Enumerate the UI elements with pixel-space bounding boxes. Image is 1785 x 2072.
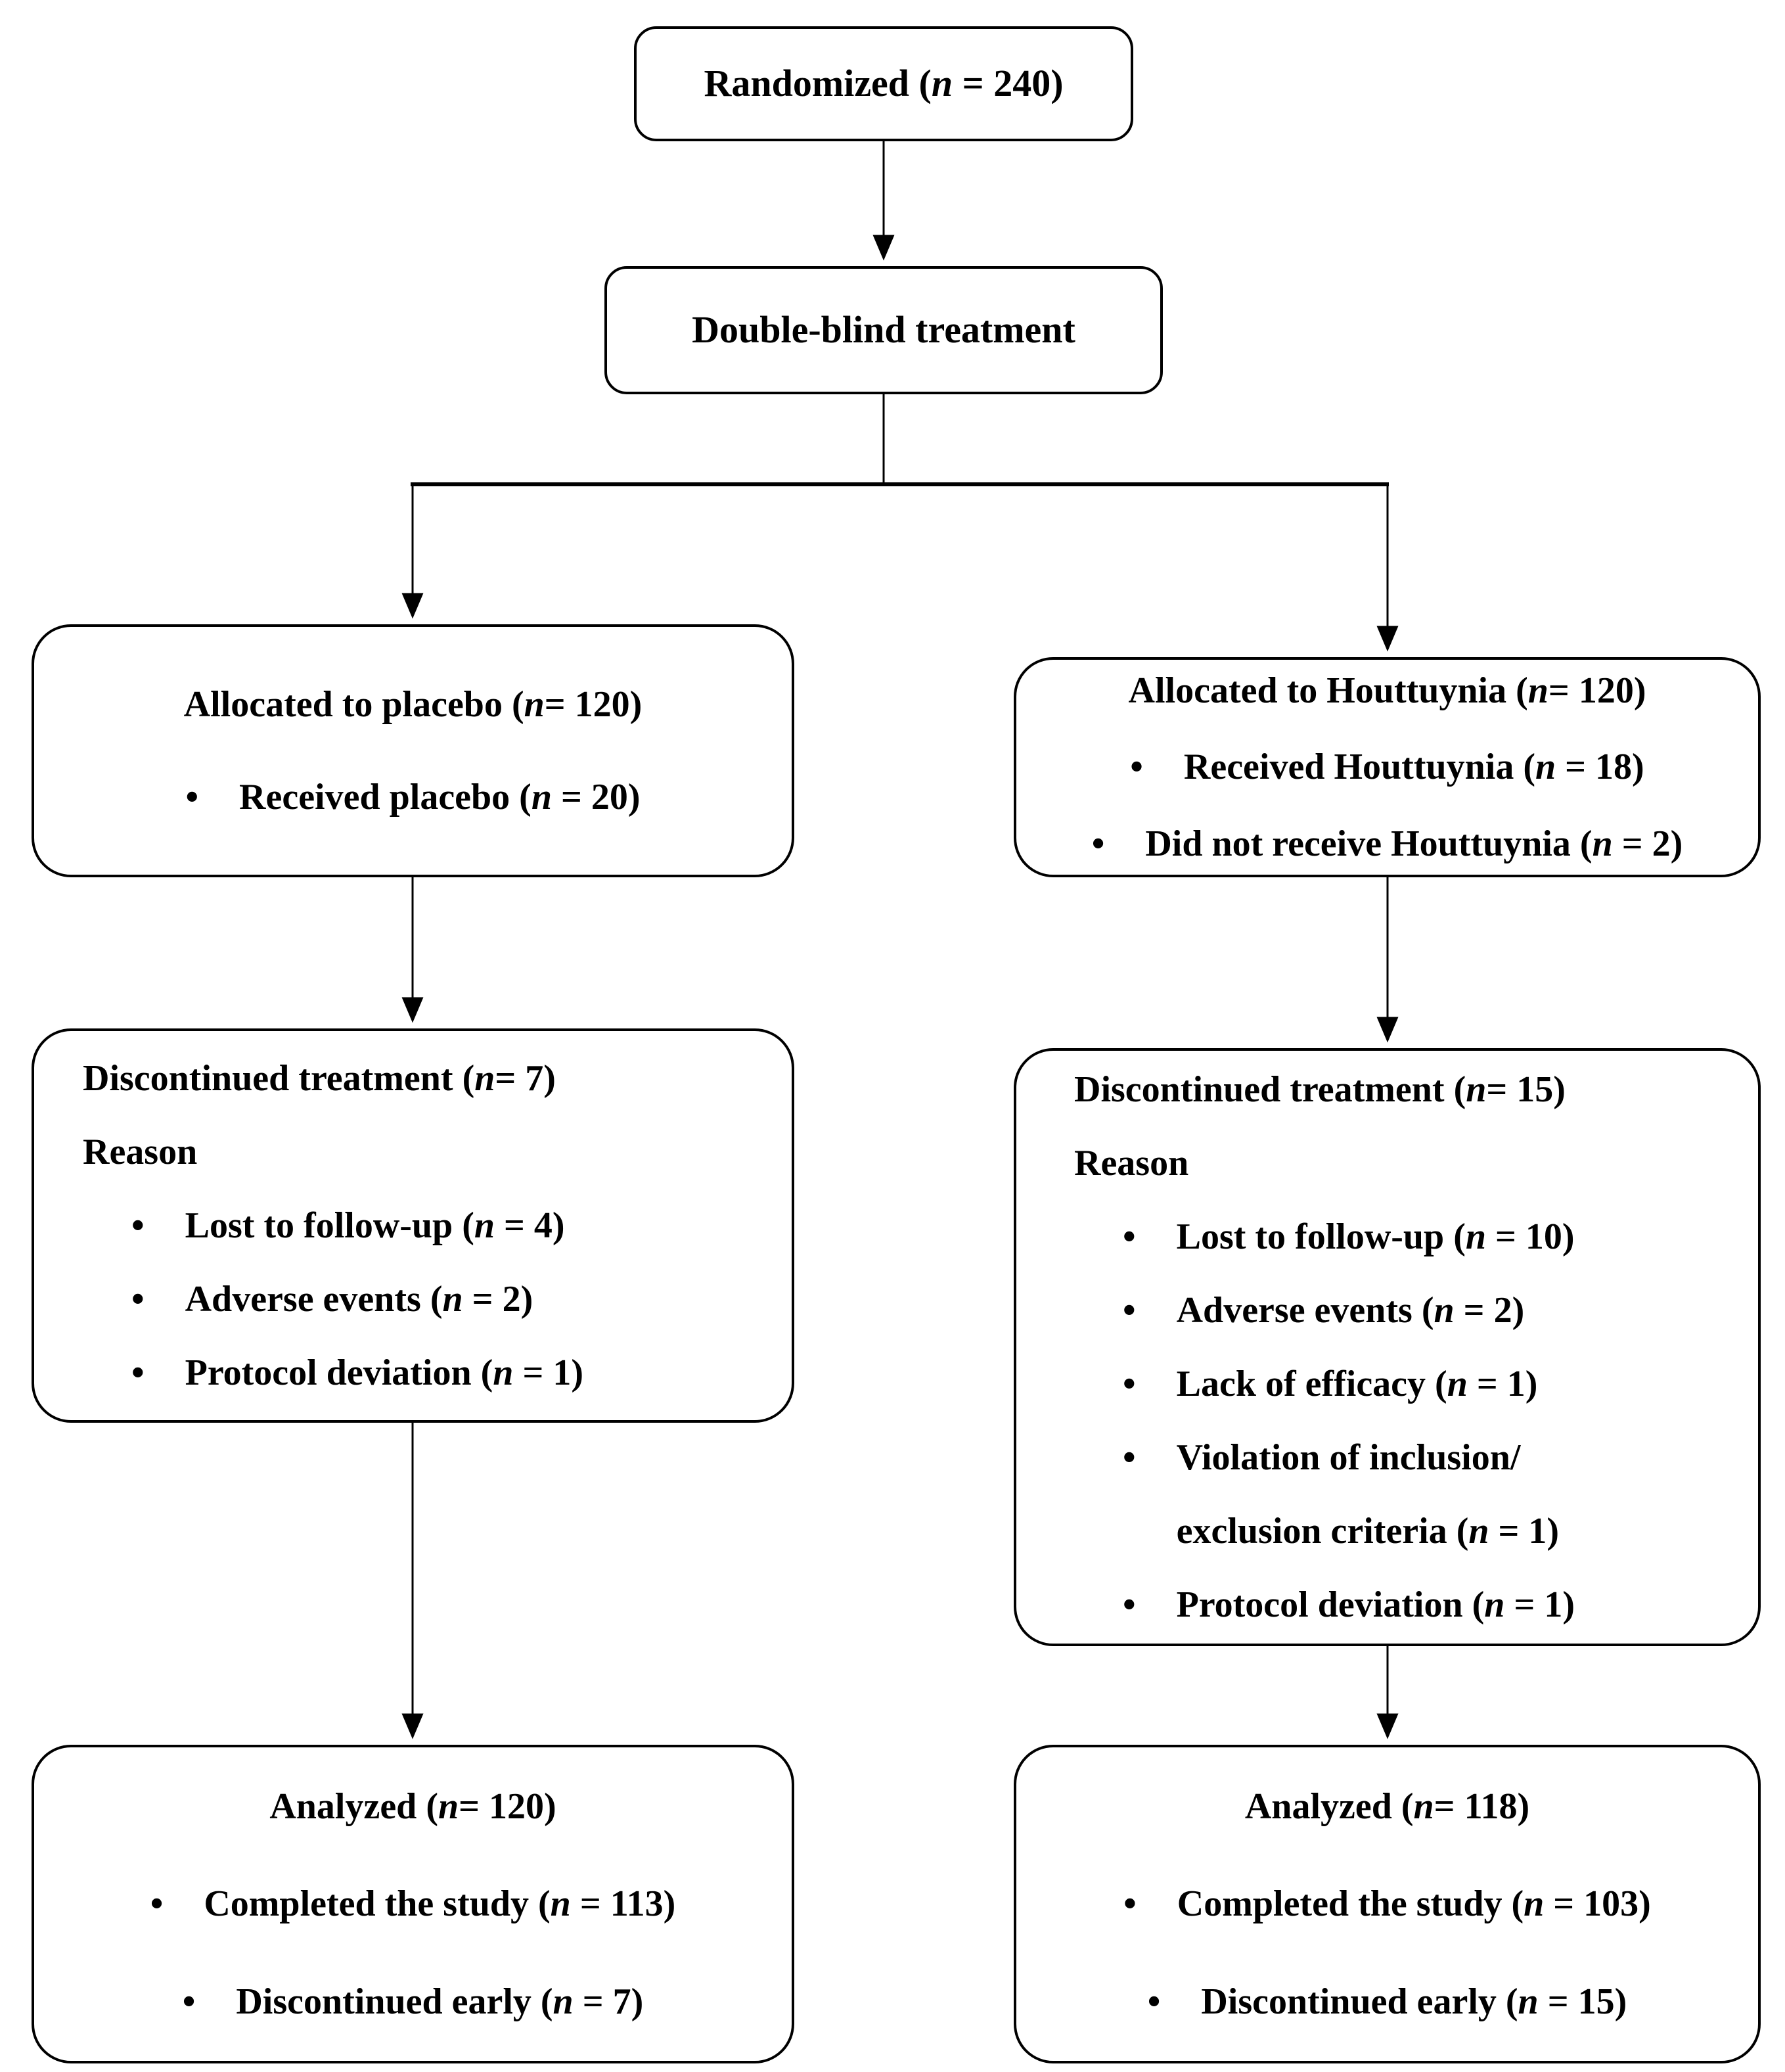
- bullet-item: • Discontinued early (n = 7): [54, 1980, 772, 2023]
- randomized-box: Randomized (n = 240): [634, 26, 1133, 141]
- allocated-houttuynia-box: Allocated to Houttuynia (n = 120) • Rece…: [1014, 657, 1761, 877]
- bullet-icon: •: [131, 1352, 145, 1394]
- bullet-icon: •: [150, 1883, 164, 1925]
- bullet-item: • Completed the study (n = 103): [1036, 1882, 1738, 1925]
- bullet-icon: •: [1123, 1883, 1137, 1925]
- bullet-item: • Received Houttuynia (n = 18): [1036, 745, 1738, 789]
- bullet-text: Adverse events (n = 2): [185, 1279, 533, 1320]
- bullet-item: • Adverse events (n = 2): [131, 1278, 765, 1321]
- bullet-icon: •: [131, 1279, 145, 1320]
- bullet-text: Completed the study (n = 103): [1177, 1883, 1651, 1925]
- box-title: Allocated to placebo (n = 120): [183, 684, 643, 725]
- bullet-icon: •: [1147, 1981, 1161, 2022]
- bullet-icon: •: [1123, 1437, 1136, 1479]
- bullet-icon: •: [1123, 1289, 1136, 1331]
- double-blind-box: Double-blind treatment: [604, 266, 1163, 394]
- bullet-item: • Lost to follow-up (n = 10): [1123, 1215, 1732, 1258]
- bullet-icon: •: [1123, 1216, 1136, 1257]
- bullet-text: Completed the study (n = 113): [204, 1883, 676, 1925]
- bullet-text: Did not receive Houttuynia (n = 2): [1145, 823, 1683, 864]
- box-title: Analyzed (n = 118): [1244, 1786, 1530, 1828]
- bullet-item: • Did not receive Houttuynia (n = 2): [1036, 822, 1738, 865]
- bullet-icon: •: [1123, 1364, 1136, 1404]
- bullet-item: • Lack of efficacy (n = 1): [1123, 1362, 1732, 1406]
- bullet-item: • Discontinued early (n = 15): [1036, 1980, 1738, 2023]
- bullet-item: • Lost to follow-up (n = 4): [131, 1204, 765, 1247]
- bullet-text-line: exclusion criteria (n = 1): [1176, 1511, 1560, 1552]
- randomized-label: Randomized (n = 240): [704, 62, 1064, 105]
- bullet-text: Discontinued early (n = 7): [236, 1981, 644, 2022]
- reason-label: Reason: [1074, 1142, 1189, 1184]
- bullet-text: Discontinued early (n = 15): [1201, 1981, 1627, 2022]
- box-title: Discontinued treatment (n = 15): [1074, 1069, 1566, 1110]
- analyzed-placebo-box: Analyzed (n = 120) • Completed the study…: [32, 1745, 794, 2063]
- bullet-text: Protocol deviation (n = 1): [185, 1352, 583, 1394]
- allocated-placebo-box: Allocated to placebo (n = 120) • Receive…: [32, 624, 794, 877]
- bullet-text: Violation of inclusion/ exclusion criter…: [1177, 1436, 1559, 1553]
- box-title: Discontinued treatment (n = 7): [83, 1057, 556, 1099]
- bullet-icon: •: [182, 1981, 196, 2022]
- bullet-item: • Adverse events (n = 2): [1123, 1289, 1732, 1332]
- bullet-text: Adverse events (n = 2): [1176, 1289, 1525, 1331]
- bullet-item: • Protocol deviation (n = 1): [1123, 1583, 1732, 1626]
- bullet-text-line: Violation of inclusion/: [1176, 1437, 1521, 1479]
- bullet-text: Lost to follow-up (n = 4): [185, 1205, 565, 1246]
- bullet-item: • Violation of inclusion/ exclusion crit…: [1123, 1436, 1732, 1553]
- bullet-icon: •: [1123, 1584, 1136, 1626]
- bullet-text: Received Houttuynia (n = 18): [1183, 747, 1644, 788]
- bullet-text: Lost to follow-up (n = 10): [1176, 1216, 1575, 1257]
- bullet-icon: •: [185, 776, 199, 817]
- bullet-icon: •: [1091, 823, 1105, 864]
- discontinued-placebo-box: Discontinued treatment (n = 7) Reason • …: [32, 1028, 794, 1423]
- bullet-icon: •: [131, 1205, 145, 1246]
- box-title: Analyzed (n = 120): [269, 1786, 556, 1828]
- discontinued-houttuynia-box: Discontinued treatment (n = 15) Reason •…: [1014, 1048, 1761, 1646]
- bullet-item: • Completed the study (n = 113): [54, 1882, 772, 1925]
- box-title: Allocated to Houttuynia (n = 120): [1128, 670, 1646, 712]
- bullet-text: Received placebo (n = 20): [239, 776, 641, 817]
- bullet-text: Protocol deviation (n = 1): [1176, 1584, 1575, 1626]
- bullet-icon: •: [1130, 747, 1143, 788]
- analyzed-houttuynia-box: Analyzed (n = 118) • Completed the study…: [1014, 1745, 1761, 2063]
- bullet-item: • Received placebo (n = 20): [54, 775, 772, 819]
- reason-label: Reason: [83, 1131, 198, 1172]
- bullet-text: Lack of efficacy (n = 1): [1176, 1364, 1538, 1404]
- double-blind-label: Double-blind treatment: [692, 308, 1075, 352]
- bullet-item: • Protocol deviation (n = 1): [131, 1351, 765, 1394]
